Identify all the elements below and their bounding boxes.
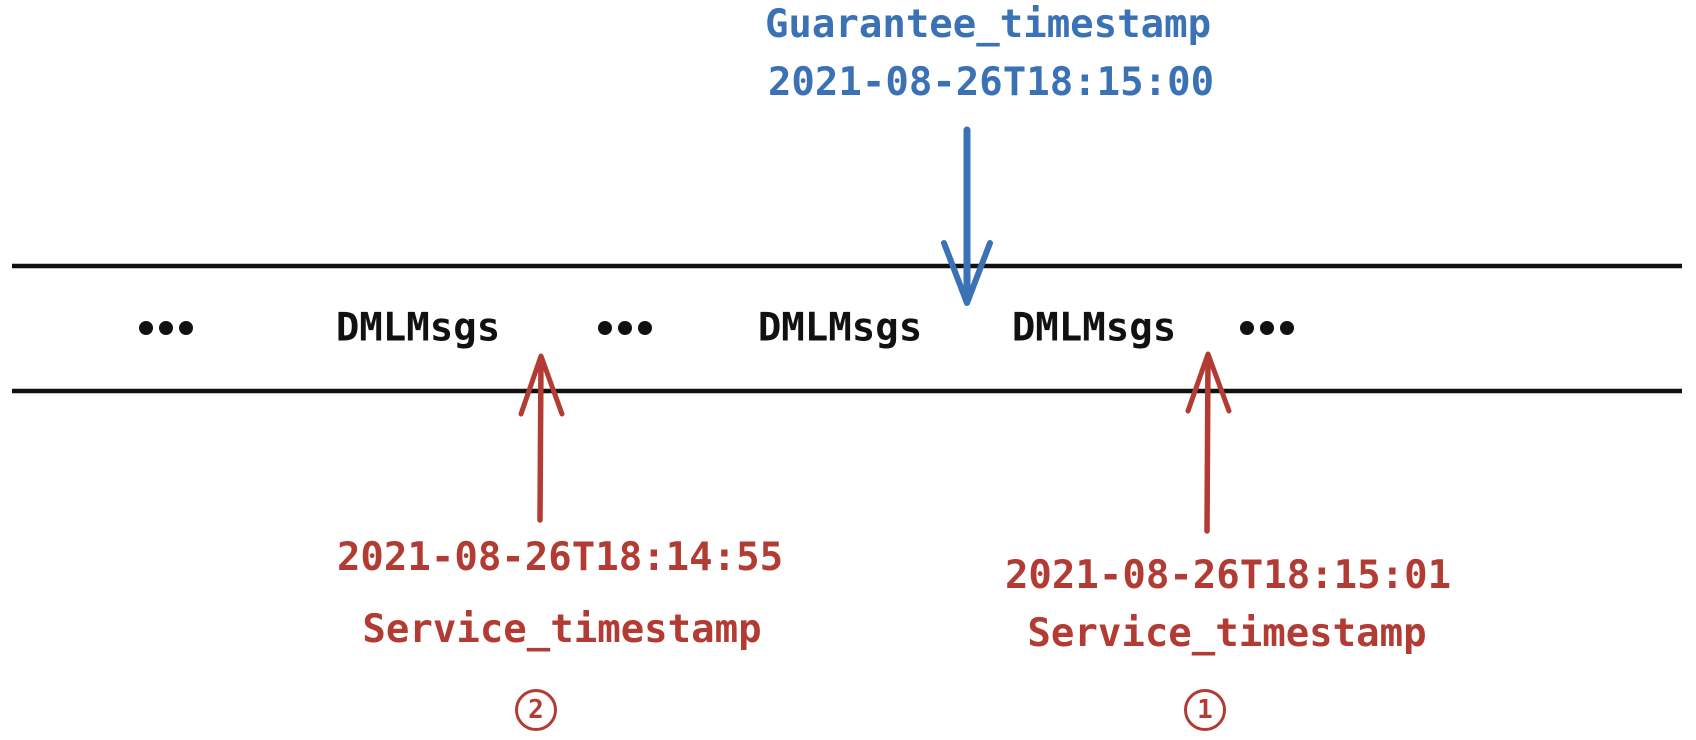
guarantee-down-arrow xyxy=(941,126,993,306)
dml-message: DMLMsgs xyxy=(757,305,923,351)
guarantee-timestamp-value: 2021-08-26T18:15:00 xyxy=(767,60,1215,105)
service-left-up-arrow xyxy=(518,353,565,523)
stream-band xyxy=(12,263,1682,394)
service-left-arrow-shaft xyxy=(537,355,544,523)
dot-icon xyxy=(598,321,612,335)
circled-number-1: 1 xyxy=(1184,689,1226,731)
dot-icon xyxy=(638,321,652,335)
dot-icon xyxy=(1280,321,1294,335)
service-left-arrowhead xyxy=(518,353,565,417)
dot-icon xyxy=(139,321,153,335)
service-right-timestamp-label: Service_timestamp xyxy=(1027,611,1427,656)
service-right-arrowhead xyxy=(1185,351,1232,414)
dot-icon xyxy=(1240,321,1254,335)
guarantee-arrowhead xyxy=(941,240,993,306)
service-right-timestamp-value: 2021-08-26T18:15:01 xyxy=(1004,553,1452,598)
dot-icon xyxy=(159,321,173,335)
ellipsis-icon xyxy=(1240,321,1294,335)
dml-message: DMLMsgs xyxy=(335,305,501,351)
dot-icon xyxy=(179,321,193,335)
guarantee-timestamp-label: Guarantee_timestamp xyxy=(764,2,1212,47)
service-right-up-arrow xyxy=(1185,351,1232,534)
service-left-timestamp-label: Service_timestamp xyxy=(362,607,762,652)
ellipsis-icon xyxy=(139,321,193,335)
service-left-timestamp-value: 2021-08-26T18:14:55 xyxy=(336,535,784,580)
dot-icon xyxy=(1260,321,1274,335)
ellipsis-icon xyxy=(598,321,652,335)
dml-message: DMLMsgs xyxy=(1011,305,1177,351)
dot-icon xyxy=(618,321,632,335)
service-right-arrow-shaft xyxy=(1204,353,1211,534)
circled-number-2: 2 xyxy=(515,689,557,731)
